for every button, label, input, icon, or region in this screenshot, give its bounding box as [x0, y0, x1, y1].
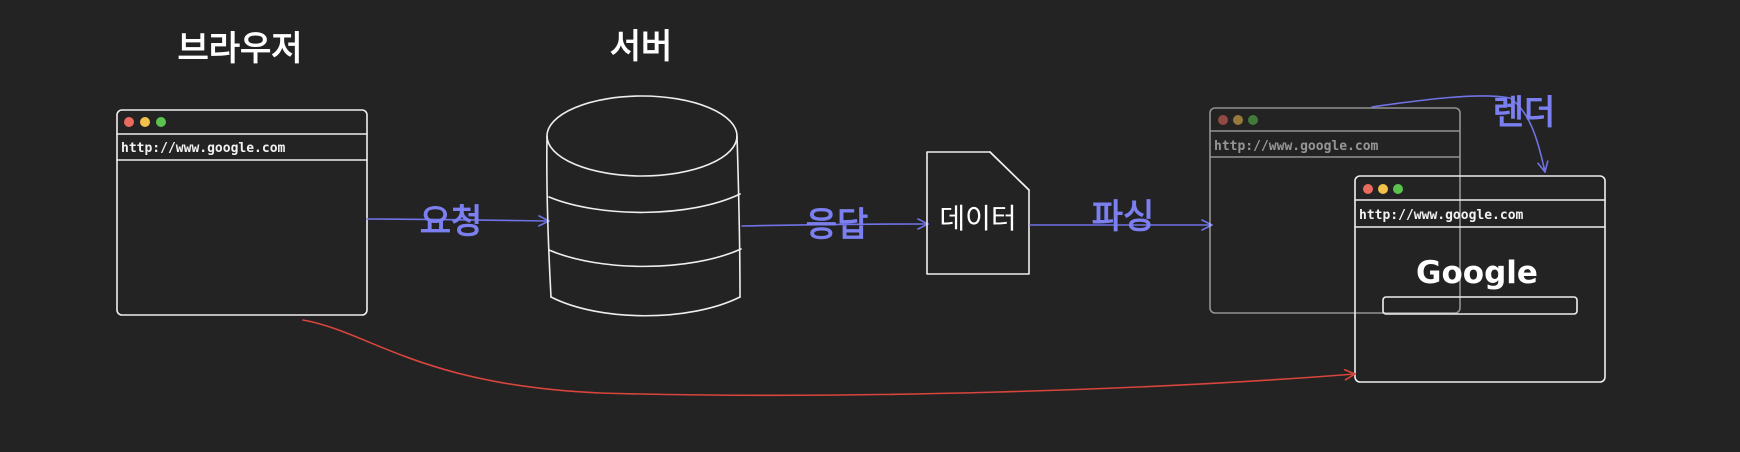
maximize-dot-icon: [1393, 184, 1403, 194]
browser-window-frame: [116, 109, 368, 316]
request-arrow: [366, 219, 549, 221]
browser-title: 브라우저: [177, 29, 302, 69]
close-dot-icon: [1363, 184, 1373, 194]
rendered-url: http://www.google.com: [1359, 208, 1524, 223]
close-dot-icon: [124, 117, 134, 127]
parsed-window-frame: [1209, 107, 1461, 314]
browser-window: http://www.google.com: [116, 109, 368, 316]
request-label: 요청: [420, 202, 483, 242]
maximize-dot-icon: [1248, 115, 1258, 125]
close-dot-icon: [1218, 115, 1228, 125]
rendered-window-frame: [1354, 175, 1606, 383]
direct-render-arrow: [302, 319, 1355, 397]
render-label: 렌더: [1493, 93, 1556, 133]
parsed-url: http://www.google.com: [1214, 139, 1379, 154]
server-title: 서버: [610, 27, 673, 67]
minimize-dot-icon: [1233, 115, 1243, 125]
response-label: 응답: [806, 205, 869, 245]
google-logo-text: Google: [1416, 255, 1538, 291]
rendered-window: http://www.google.com Google: [1354, 175, 1606, 383]
minimize-dot-icon: [1378, 184, 1388, 194]
browser-url: http://www.google.com: [121, 141, 286, 156]
response-arrow: [741, 224, 928, 226]
maximize-dot-icon: [156, 117, 166, 127]
parse-label: 파싱: [1092, 197, 1155, 237]
render-arrow: [1371, 95, 1545, 172]
document-icon: [926, 151, 1030, 275]
parsed-window: http://www.google.com: [1209, 107, 1461, 314]
server-database-icon: [546, 95, 742, 317]
data-label: 데이터: [939, 202, 1016, 235]
minimize-dot-icon: [140, 117, 150, 127]
data-document: 데이터: [926, 151, 1030, 275]
search-box: [1382, 296, 1578, 315]
